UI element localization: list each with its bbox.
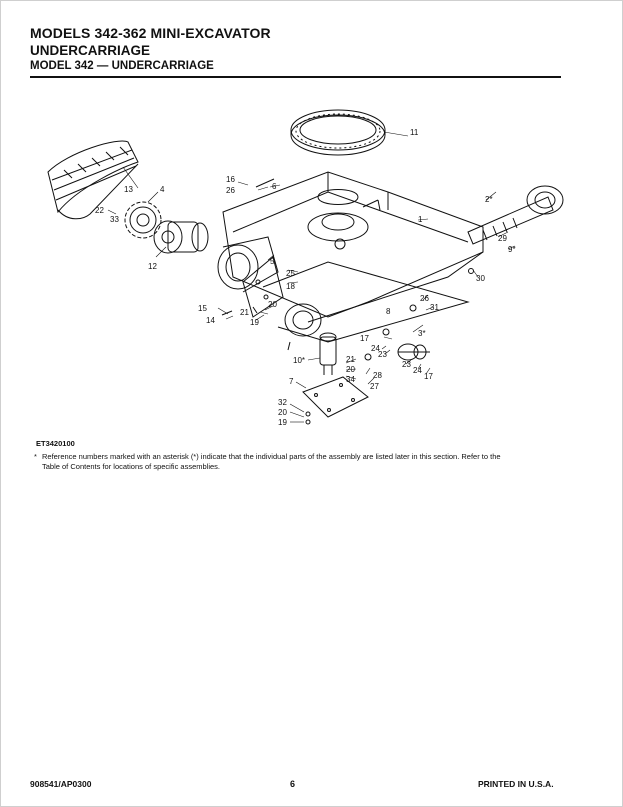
callout: 12 (148, 262, 157, 271)
callout-labels: 11 13 4 22 33 12 16 26 6 1 2* 29 9* 30 5… (95, 128, 516, 427)
callout: 20 (278, 408, 287, 417)
track-adjuster (467, 185, 564, 245)
callout: 3* (418, 329, 426, 338)
callout: 16 (226, 175, 235, 184)
callout: 20 (268, 300, 277, 309)
leader-lines (107, 131, 516, 423)
callout: 17 (424, 372, 433, 381)
swivel-joint (319, 332, 337, 375)
fasteners (221, 178, 474, 425)
doc-number: 908541/AP0300 (30, 779, 92, 789)
callout: 6 (272, 182, 277, 191)
track-frame (222, 171, 484, 343)
callout: 34 (346, 375, 355, 384)
callout: 21 (346, 355, 355, 364)
callout: 17 (360, 334, 369, 343)
callout: 26 (420, 294, 429, 303)
callout: 2* (485, 195, 493, 204)
callout: 19 (278, 418, 287, 427)
undercarriage-exploded-diagram: 11 13 4 22 33 12 16 26 6 1 2* 29 9* 30 5… (47, 109, 564, 427)
callout: 27 (370, 382, 379, 391)
callout: 33 (110, 215, 119, 224)
callout: 25 (286, 269, 295, 278)
callout: 9* (508, 245, 516, 254)
callout: 32 (278, 398, 287, 407)
callout: 15 (198, 304, 207, 313)
callout: 24 (413, 366, 422, 375)
callout: 11 (410, 128, 419, 137)
callout: 23 (378, 350, 387, 359)
page-number: 6 (290, 779, 296, 789)
callout: 30 (476, 274, 485, 283)
drive-sprocket (124, 201, 162, 239)
bottom-cover-plate (302, 376, 369, 418)
travel-motor (153, 220, 209, 254)
callout: 28 (373, 371, 382, 380)
callout: 26 (226, 186, 235, 195)
callout: 31 (430, 303, 439, 312)
track-roller (397, 343, 430, 361)
callout: 7 (289, 377, 294, 386)
page-title: MODELS 342-362 MINI-EXCAVATOR (30, 25, 271, 41)
reference-note: * Reference numbers marked with an asteri… (34, 452, 554, 472)
callout: 21 (240, 308, 249, 317)
callout: 23 (402, 360, 411, 369)
callout: 13 (124, 185, 133, 194)
callout: 22 (95, 206, 104, 215)
callout: 24 (371, 344, 380, 353)
callout: 5 (270, 257, 275, 266)
callout: 29 (498, 234, 507, 243)
section-title: UNDERCARRIAGE (30, 43, 151, 58)
cover-plate (242, 256, 284, 318)
rubber-track (47, 140, 139, 220)
callout: 8 (386, 307, 391, 316)
front-idler-end (284, 303, 322, 337)
callout: 4 (160, 185, 165, 194)
figure-id: ET3420100 (36, 439, 75, 448)
header-rule (30, 76, 561, 78)
callout: 20 (346, 365, 355, 374)
callout: 18 (286, 282, 295, 291)
subsection-title: MODEL 342 — UNDERCARRIAGE (30, 60, 214, 72)
callout: 19 (250, 318, 259, 327)
swing-bearing-ring (290, 109, 386, 156)
asterisk-marker: * (34, 452, 37, 461)
callout: 10* (293, 356, 305, 365)
note-line-1: Reference numbers marked with an asteris… (42, 452, 501, 461)
callout: 14 (206, 316, 215, 325)
callout: 1 (418, 215, 423, 224)
note-line-2: Table of Contents for locations of speci… (42, 462, 221, 471)
printed-notice: PRINTED IN U.S.A. (478, 779, 554, 789)
